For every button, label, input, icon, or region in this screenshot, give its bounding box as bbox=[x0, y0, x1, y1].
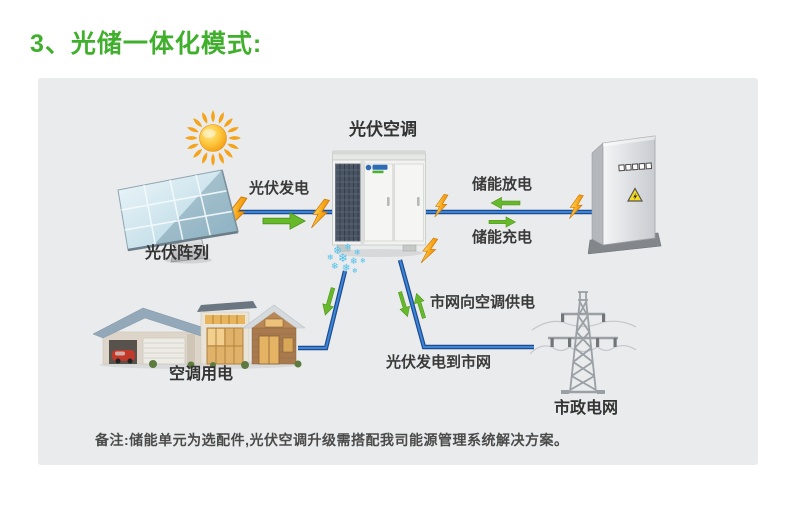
solar-panel-icon bbox=[117, 169, 239, 264]
gree-logo bbox=[365, 164, 388, 174]
label-storage-discharge: 储能放电 bbox=[471, 176, 532, 193]
snowflake-icon: ❄ bbox=[360, 258, 366, 265]
indicator-lights bbox=[618, 162, 653, 172]
snowflake-icon: ❄ bbox=[331, 261, 339, 271]
footnote: 备注:储能单元为选配件,光伏空调升级需搭配我司能源管理系统解决方案。 bbox=[95, 432, 569, 448]
transmission-tower-icon bbox=[530, 291, 636, 394]
snowflake-icon: ❄ bbox=[344, 242, 352, 252]
house-icon bbox=[93, 301, 305, 369]
label-pv-ac: 光伏空调 bbox=[349, 120, 417, 139]
page-title: 3、光储一体化模式: bbox=[30, 30, 263, 58]
snowflake-icon: ❄ bbox=[333, 245, 343, 257]
snowflake-icon: ❄ bbox=[352, 268, 358, 275]
label-house: 空调用电 bbox=[168, 366, 233, 383]
ac-outdoor-unit-icon bbox=[332, 150, 426, 257]
warning-triangle-icon bbox=[626, 187, 644, 202]
snowflake-icon: ❄ bbox=[342, 263, 351, 274]
label-storage-charge: 储能充电 bbox=[471, 229, 532, 246]
snowflake-icon: ❄ bbox=[327, 253, 334, 262]
label-grid: 市政电网 bbox=[553, 400, 618, 417]
label-pv-to-grid: 光伏发电到市网 bbox=[386, 354, 492, 371]
snowflake-icon: ❄ bbox=[350, 256, 358, 266]
snowflake-icon: ❄ bbox=[338, 251, 349, 265]
label-pv-generation: 光伏发电 bbox=[248, 180, 309, 197]
snowflake-icon: ❄ bbox=[354, 248, 361, 257]
label-pv-array: 光伏阵列 bbox=[144, 245, 209, 262]
energy-storage-cabinet-icon bbox=[588, 135, 662, 255]
power-wires bbox=[530, 320, 636, 355]
sun-icon bbox=[185, 110, 241, 166]
label-grid-to-ac: 市网向空调供电 bbox=[430, 294, 536, 311]
